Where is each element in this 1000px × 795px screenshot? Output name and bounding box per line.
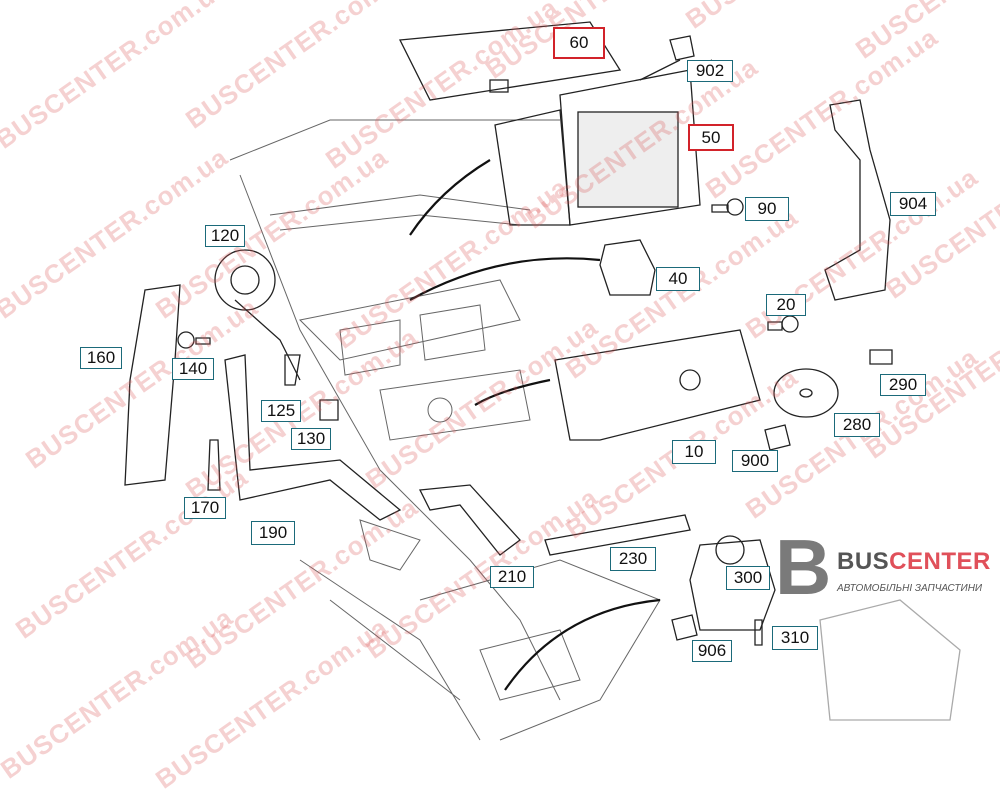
radio-unit-10 <box>554 329 761 441</box>
part-label-906[interactable]: 906 <box>692 640 732 662</box>
part-label-50[interactable]: 50 <box>688 124 734 151</box>
part-label-290[interactable]: 290 <box>880 374 926 396</box>
logo-tagline: АВТОМОБІЛЬНІ ЗАПЧАСТИНИ <box>837 583 983 594</box>
part-label-190[interactable]: 190 <box>251 521 295 545</box>
part-label-310[interactable]: 310 <box>772 626 818 650</box>
grab-handle-904 <box>824 99 891 301</box>
part-label-170[interactable]: 170 <box>184 497 226 519</box>
part-label-300[interactable]: 300 <box>726 566 770 590</box>
duct-190 <box>224 354 402 521</box>
part-label-125[interactable]: 125 <box>261 400 301 422</box>
part-label-904[interactable]: 904 <box>890 192 936 216</box>
part-label-20[interactable]: 20 <box>766 294 806 316</box>
part-label-140[interactable]: 140 <box>172 358 214 380</box>
duct-210 <box>418 484 521 556</box>
part-label-10[interactable]: 10 <box>672 440 716 464</box>
parts-diagram-drawing <box>124 21 961 741</box>
part-label-160[interactable]: 160 <box>80 347 122 369</box>
part-label-60[interactable]: 60 <box>553 27 605 59</box>
controller-300 <box>689 539 776 631</box>
logo-name: BUSCENTER <box>837 548 991 576</box>
trim-230 <box>544 514 691 556</box>
display-unit-50 <box>494 69 701 226</box>
cover-60 <box>398 21 622 101</box>
logo-letter: B <box>775 523 832 611</box>
part-label-90[interactable]: 90 <box>745 197 789 221</box>
logo-name-a: BUS <box>837 548 890 575</box>
part-label-280[interactable]: 280 <box>834 413 880 437</box>
part-label-210[interactable]: 210 <box>490 566 534 588</box>
part-label-40[interactable]: 40 <box>656 267 700 291</box>
part-label-130[interactable]: 130 <box>291 428 331 450</box>
dashboard-outline <box>229 119 661 741</box>
part-label-900[interactable]: 900 <box>732 450 778 472</box>
part-label-230[interactable]: 230 <box>610 547 656 571</box>
logo-name-b: CENTER <box>889 548 991 575</box>
part-label-902[interactable]: 902 <box>687 60 733 82</box>
duct-160 <box>124 284 181 486</box>
arrows <box>409 159 661 691</box>
part-label-120[interactable]: 120 <box>205 225 245 247</box>
buscenter-logo: B BUSCENTER АВТОМОБІЛЬНІ ЗАПЧАСТИНИ <box>775 528 997 608</box>
